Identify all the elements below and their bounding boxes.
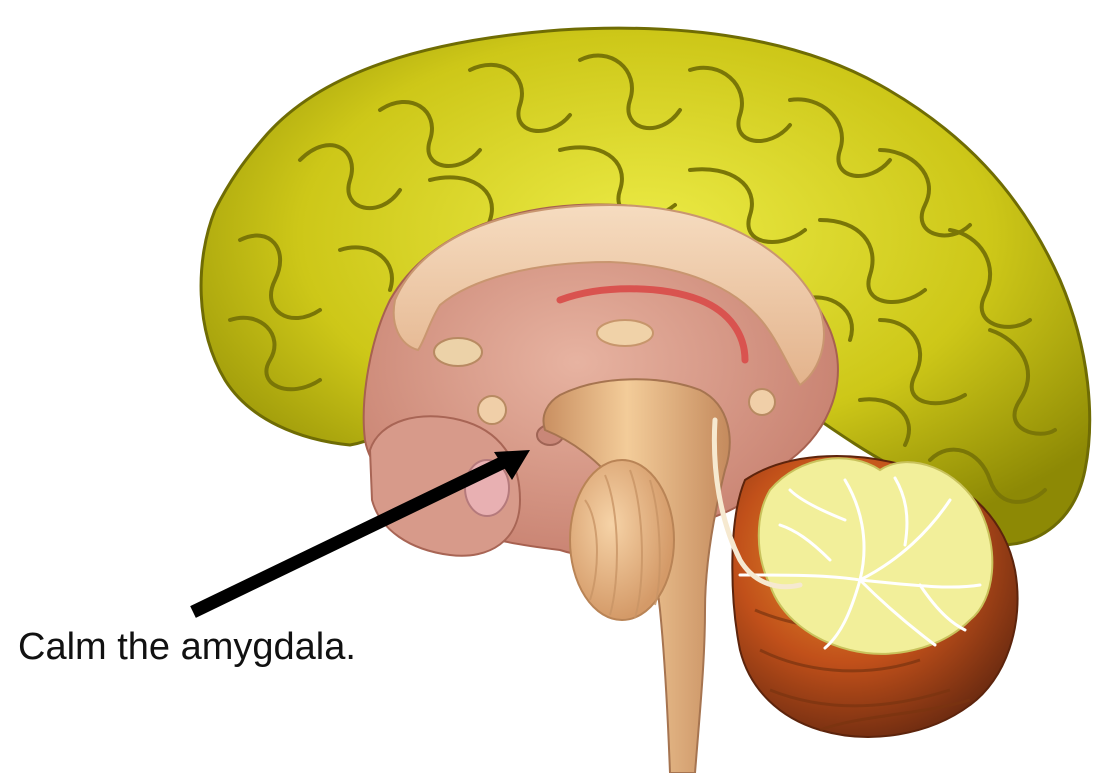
thalamus [597, 320, 653, 346]
caption-text: Calm the amygdala. [18, 626, 356, 669]
anterior-commissure [434, 338, 482, 366]
optic-chiasm [478, 396, 506, 424]
pineal-gland [749, 389, 775, 415]
